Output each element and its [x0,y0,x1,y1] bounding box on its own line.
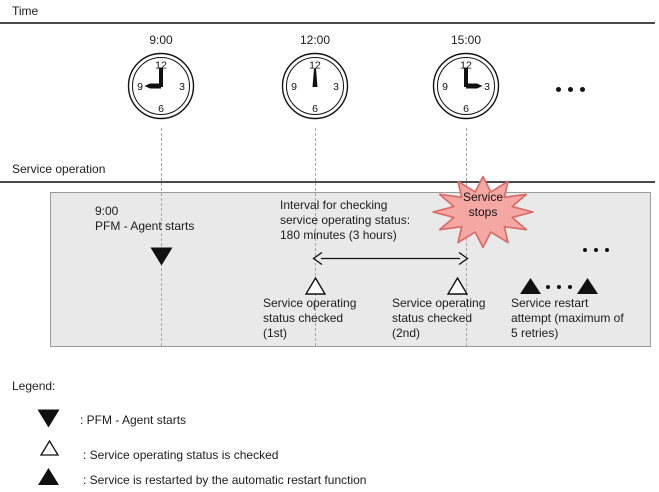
status-check-marker-icon [447,277,468,295]
clock-icon: 12 3 6 9 [432,52,500,120]
svg-text:6: 6 [463,103,469,115]
starburst-icon [432,175,534,249]
clock-group-15: 15:00 12 3 6 9 [426,33,506,123]
interval-note: Interval for checking service operating … [280,198,411,242]
clock-time-label: 9:00 [149,33,173,47]
agent-start-note: 9:00 PFM - Agent starts [95,204,195,233]
time-axis-line [0,22,655,24]
svg-text:6: 6 [158,103,164,115]
clock-time-label: 15:00 [450,33,482,47]
service-stops-text: Service stops [462,190,503,219]
legend-status-check-icon [40,440,59,456]
dashed-line-9 [161,128,162,346]
clock-time-label: 12:00 [299,33,331,47]
agent-start-marker-icon [150,247,173,266]
check-1-caption: Service operating status checked (1st) [263,296,357,340]
clock-group-9: 9:00 12 3 6 9 [121,33,201,123]
restart-marker-icon [577,278,598,294]
svg-text:3: 3 [333,81,339,93]
restart-marker-icon [520,278,541,294]
legend-item-label: : Service operating status is checked [83,448,279,462]
svg-text:3: 3 [179,81,185,93]
svg-text:12: 12 [460,60,472,72]
svg-text:9: 9 [442,81,448,93]
time-axis-label: Time [12,4,39,18]
svg-text:3: 3 [484,81,490,93]
svg-text:9: 9 [137,81,143,93]
check-2-caption: Service operating status checked (2nd) [392,296,486,340]
legend-item-label: : PFM - Agent starts [80,413,187,427]
svg-text:6: 6 [312,103,318,115]
service-stops-burst: Service stops [431,174,535,250]
ellipsis-icon [546,285,572,289]
status-check-marker-icon [305,277,326,295]
service-operation-line [0,181,655,183]
legend-item-label: : Service is restarted by the automatic … [83,473,367,487]
service-operation-box [50,192,651,347]
svg-text:12: 12 [309,60,321,72]
legend-restart-icon [38,468,59,485]
legend-agent-start-icon [37,409,60,428]
dashed-line-12 [315,128,316,346]
legend-title: Legend: [12,379,56,393]
ellipsis-icon [583,248,609,252]
restart-caption: Service restart attempt (maximum of 5 re… [511,296,624,340]
svg-text:9: 9 [291,81,297,93]
svg-text:12: 12 [155,60,167,72]
interval-arrow [312,252,469,265]
clock-group-12: 12:00 12 3 6 9 [275,33,355,123]
clock-icon: 12 3 6 9 [281,52,349,120]
service-operation-label: Service operation [12,162,106,176]
clock-icon: 12 3 6 9 [127,52,195,120]
ellipsis-icon [556,87,585,92]
